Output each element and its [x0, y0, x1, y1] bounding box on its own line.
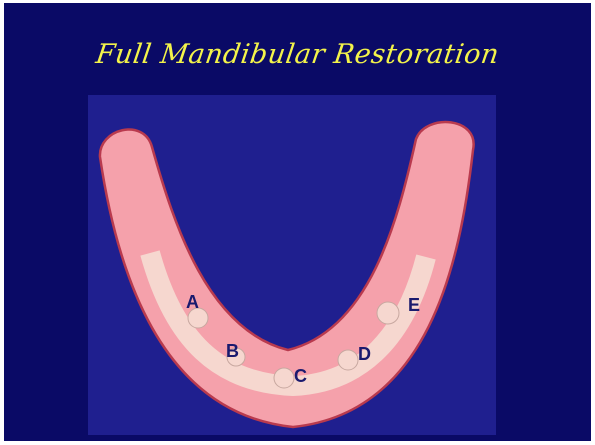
- mandible-diagram: A B C D E: [88, 95, 496, 435]
- slide-title: Full Mandibular Restoration: [2, 39, 593, 70]
- slide: Full Mandibular Restoration A B C D E: [4, 3, 591, 441]
- implant-d: [338, 350, 358, 370]
- mandible-svg: A B C D E: [88, 95, 496, 435]
- label-b: B: [226, 341, 239, 361]
- label-c: C: [294, 366, 307, 386]
- implant-c: [274, 368, 294, 388]
- label-e: E: [408, 295, 420, 315]
- label-d: D: [358, 344, 371, 364]
- label-a: A: [186, 292, 199, 312]
- implant-e: [377, 302, 399, 324]
